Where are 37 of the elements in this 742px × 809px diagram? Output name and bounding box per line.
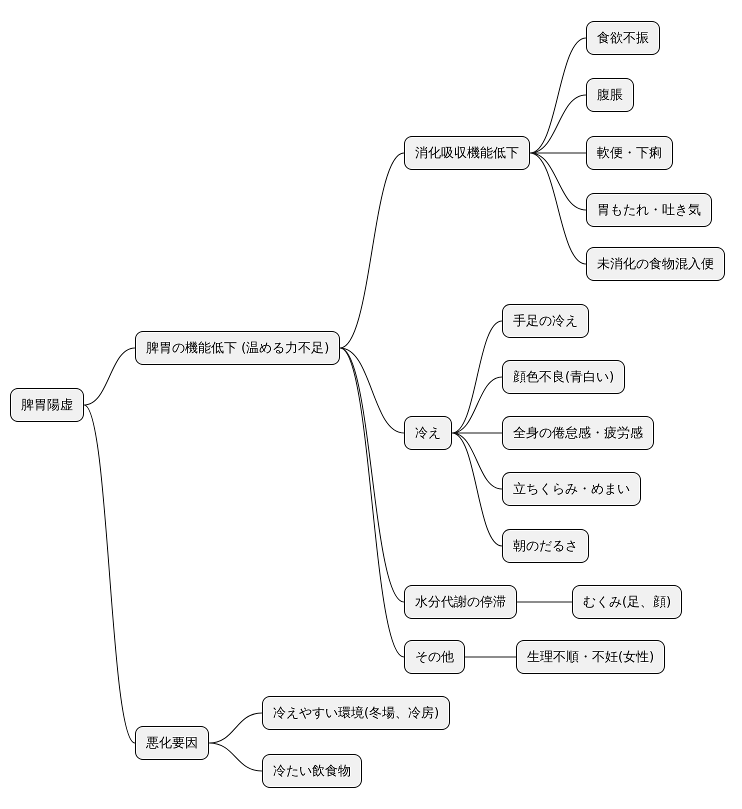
- connector-line: [340, 348, 404, 434]
- topic-box: むくみ(足、顔): [572, 585, 682, 619]
- topic-box: 冷たい飲食物: [262, 754, 362, 788]
- topic-box: 生理不順・不妊(女性): [516, 640, 666, 674]
- topic-box: 冷え: [404, 416, 452, 450]
- topic-box: 悪化要因: [135, 726, 209, 760]
- connector-line: [340, 152, 404, 348]
- topic-box: 脾胃陽虚: [10, 388, 84, 422]
- connector-line: [340, 348, 404, 658]
- connector-line: [84, 348, 136, 406]
- topic-box: 顔色不良(青白い): [502, 360, 626, 394]
- topic-box: 手足の冷え: [502, 304, 589, 338]
- connector-line: [452, 376, 502, 434]
- topic-box: 軟便・下痢: [586, 136, 673, 170]
- topic-box: 胃もたれ・吐き気: [586, 193, 712, 227]
- connector-line: [452, 432, 502, 546]
- connector-line: [208, 742, 262, 772]
- connector-line: [452, 432, 502, 434]
- topic-box: 朝のだるさ: [502, 529, 589, 563]
- topic-box: 立ちくらみ・めまい: [502, 472, 641, 506]
- topic-box: 未消化の食物混入便: [586, 247, 725, 281]
- topic-box: その他: [404, 640, 465, 674]
- topic-box: 全身の倦怠感・疲労感: [502, 416, 654, 450]
- topic-box: 消化吸収機能低下: [404, 136, 530, 170]
- connector-line: [452, 320, 502, 434]
- topic-box: 冷えやすい環境(冬場、冷房): [262, 696, 450, 730]
- connector-line: [530, 38, 586, 154]
- connector-line: [464, 656, 516, 658]
- connector-line: [530, 152, 586, 264]
- connector-line: [340, 348, 404, 602]
- connector-line: [530, 152, 586, 210]
- topic-box: 脾胃の機能低下 (温める力不足): [135, 331, 340, 365]
- connector-line: [452, 432, 502, 490]
- topic-box: 食欲不振: [586, 21, 660, 55]
- topic-box: 腹脹: [586, 78, 634, 112]
- topic-box: 水分代謝の停滞: [404, 585, 517, 619]
- connector-line: [84, 404, 136, 744]
